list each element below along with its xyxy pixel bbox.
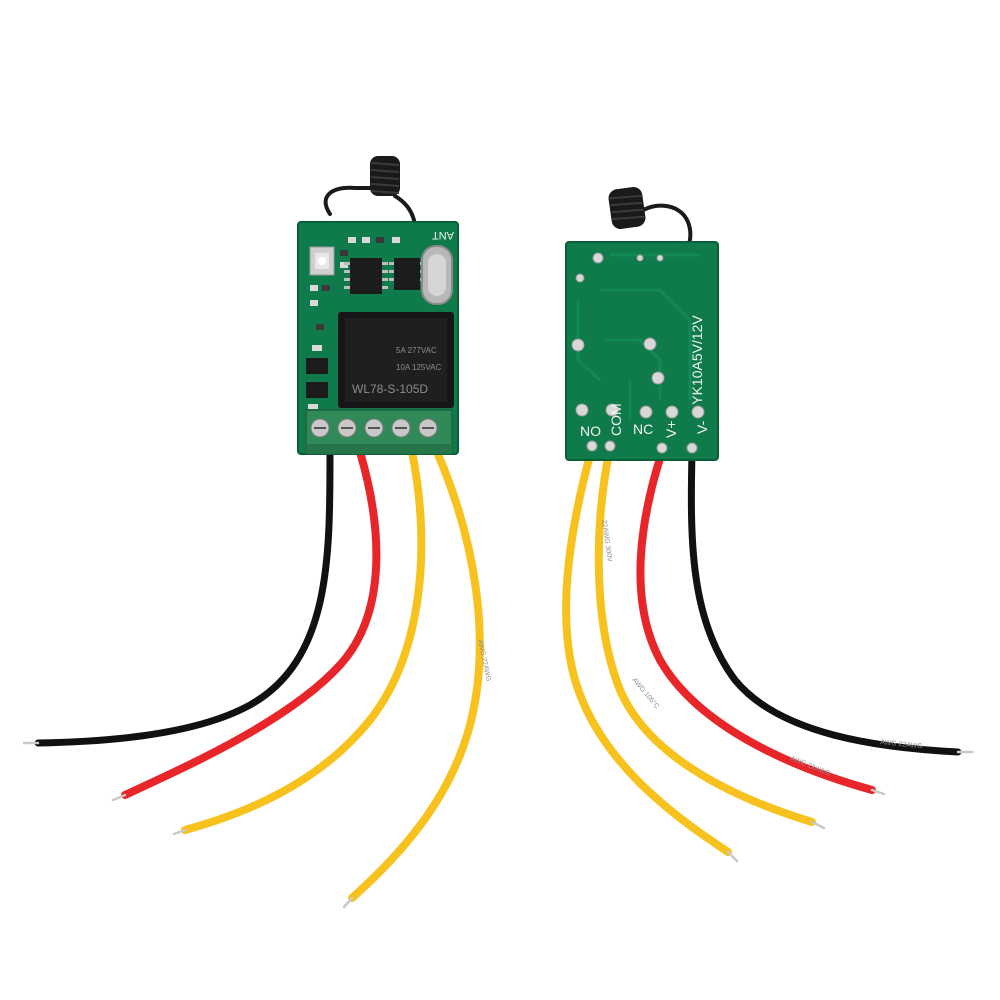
back-wire-print-4: AWG 22AWG [880, 739, 923, 750]
pin-label-com: COM [608, 403, 624, 436]
relay-rating-1: 5A 277VAC [396, 346, 437, 355]
front-crystal [421, 245, 453, 305]
front-wire-red [121, 448, 381, 799]
front-pairing-button [309, 246, 335, 276]
back-module: 22AWG 300V AWG 105°C AWG 22AWG AWG 22AWG [562, 186, 974, 863]
pin-label-nc: NC [633, 421, 653, 437]
back-wires: 22AWG 300V AWG 105°C AWG 22AWG AWG 22AWG [562, 444, 974, 863]
back-wire-black [687, 448, 962, 756]
front-terminal-block [305, 409, 453, 454]
back-antenna-coil [608, 186, 646, 230]
front-transistors [306, 358, 328, 410]
front-ic-1 [344, 258, 388, 294]
back-antenna [608, 186, 693, 250]
front-wire-yellow-2 [348, 448, 484, 902]
back-wire-tips [726, 750, 974, 863]
relay-rating-2: 10A 125VAC [396, 363, 441, 372]
back-pcb [565, 241, 719, 461]
back-model-label: YK10A5V/12V [689, 315, 705, 405]
pin-label-vminus: V- [694, 420, 710, 434]
terminal-screws [310, 418, 438, 438]
back-wire-yellow-no [562, 444, 732, 856]
back-wire-red [636, 448, 876, 794]
front-wire-black [34, 448, 334, 747]
front-antenna-coil [370, 156, 400, 196]
pin-label-no: NO [580, 423, 601, 439]
front-wire-yellow-1 [181, 448, 426, 834]
front-module: AWG 22AWG ANT [22, 156, 492, 909]
front-antenna [323, 156, 417, 240]
relay-model: WL78-S-105D [352, 382, 428, 396]
back-wire-yellow-com [594, 444, 816, 826]
front-wire-tips [22, 741, 354, 909]
front-ant-label: ANT [432, 229, 454, 241]
pin-label-vplus: V+ [663, 420, 679, 438]
front-ic-2 [389, 258, 425, 290]
back-solder-pads [571, 252, 705, 454]
front-relay: 5A 277VAC 10A 125VAC WL78-S-105D [338, 312, 454, 408]
